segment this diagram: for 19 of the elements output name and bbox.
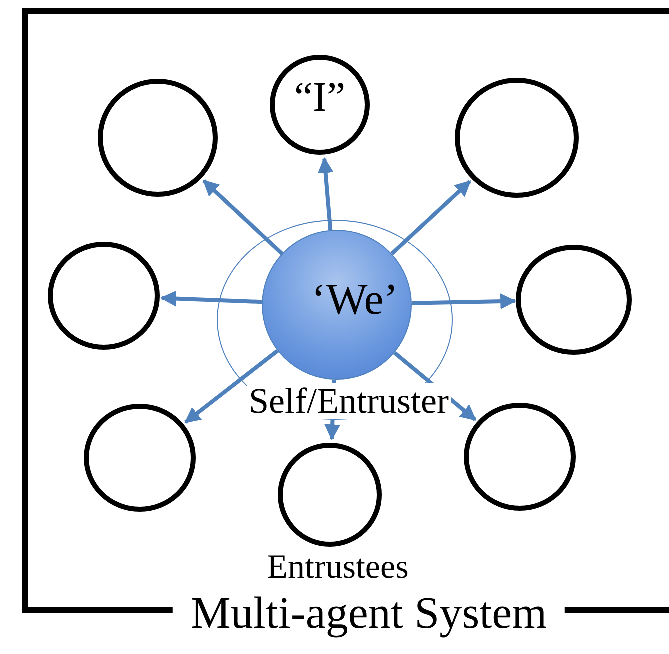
agent-circle [516,245,632,355]
agent-circle [455,78,579,198]
agent-circle [278,443,382,547]
arrow [160,290,262,307]
boundary-ellipse [217,220,453,420]
group-label: Entrustees [267,549,409,587]
arrow [318,157,334,230]
agent-circle [84,404,196,512]
arrow [390,180,472,256]
node-label: “I” [294,77,346,119]
node-label: Self/Entruster [247,383,451,419]
arrow [412,294,517,310]
arrow [184,349,279,424]
agent-circle [270,55,370,155]
agent-circle [98,79,218,197]
agent-circle [48,242,160,350]
agent-circle [464,403,576,511]
node-label: ‘We’ [312,278,398,322]
arrow [202,180,284,256]
